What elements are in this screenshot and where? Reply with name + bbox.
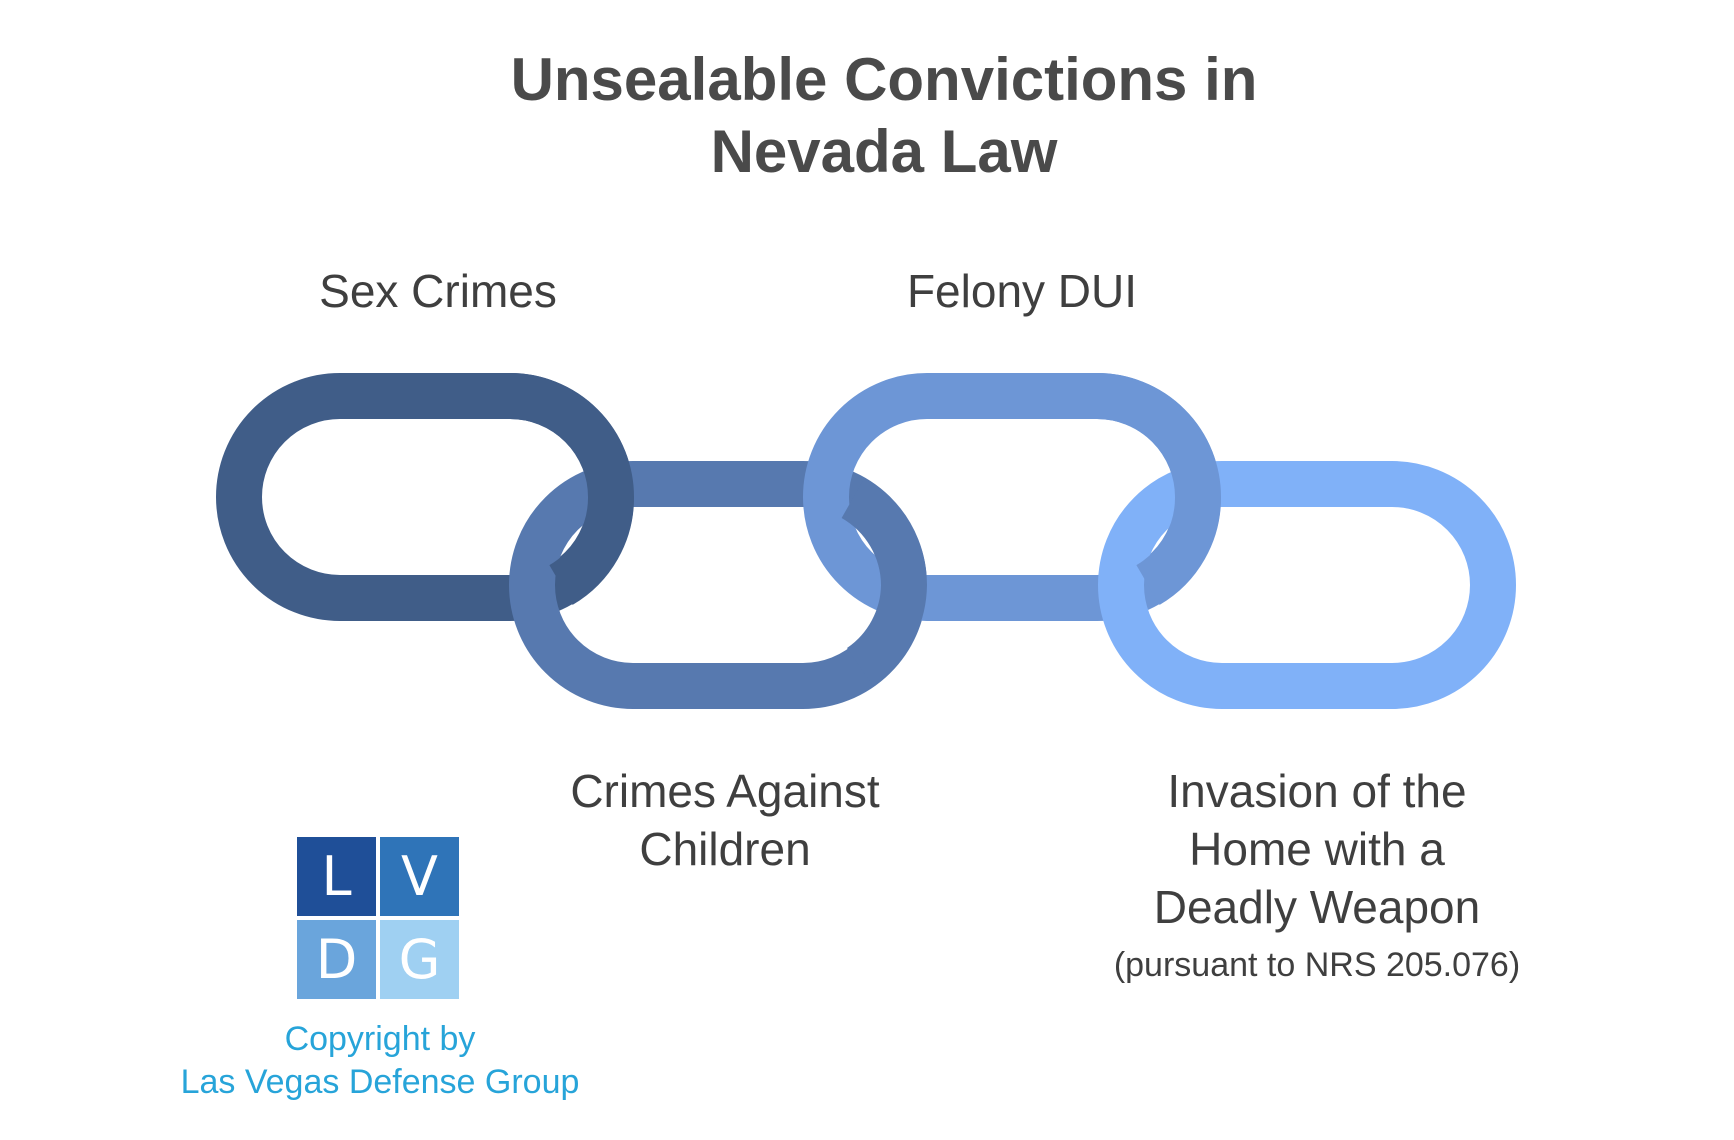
logo-cell-v: V [380,837,459,916]
copyright-line-1: Copyright by [284,1020,476,1058]
logo-cell-l: L [297,837,376,916]
label-children-line-1: Crimes Against [570,765,880,817]
label-sex-crimes-line-1: Sex Crimes [319,265,557,317]
label-home-invasion-note: (pursuant to NRS 205.076) [1113,946,1521,984]
lvdg-logo: L V D G [297,837,459,999]
diagram-title: Unsealable Convictions in Nevada Law [0,44,1734,188]
label-home-invasion-line-3: Deadly Weapon [1153,881,1481,933]
label-children-line-2: Children [639,823,811,875]
label-felony-dui: Felony DUI [872,262,1172,320]
label-sex-crimes: Sex Crimes [288,262,588,320]
label-home-invasion-line-2: Home with a [1189,823,1445,875]
chain-link-home-invasion [1098,461,1516,709]
chain-overlap-2-3 [840,478,928,686]
chain-overlap-1-2 [509,373,635,605]
title-line-1: Unsealable Convictions in [510,46,1258,113]
chain-overlap-3-4 [1096,373,1222,605]
label-felony-dui-line-1: Felony DUI [906,265,1138,317]
label-home-invasion: Invasion of the Home with a Deadly Weapo… [1077,762,1557,988]
label-home-invasion-line-1: Invasion of the [1167,765,1467,817]
label-crimes-against-children: Crimes Against Children [545,762,905,878]
title-line-2: Nevada Law [710,118,1058,185]
logo-cell-g: G [380,920,459,999]
logo-cell-d: D [297,920,376,999]
copyright-notice: Copyright by Las Vegas Defense Group [140,1018,620,1104]
copyright-line-2: Las Vegas Defense Group [180,1063,580,1101]
